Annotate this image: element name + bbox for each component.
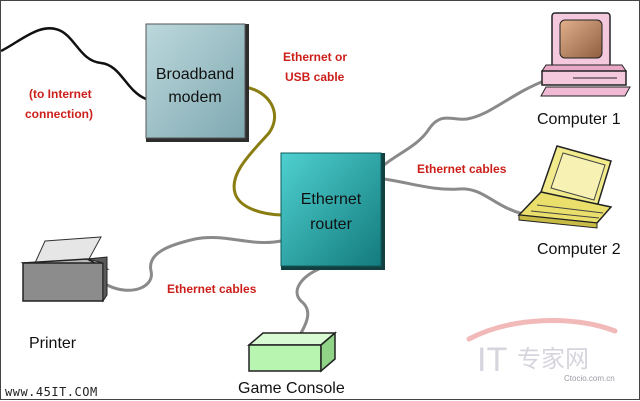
router-computer1-cable [383,77,550,167]
router-label-line1: Ethernet [301,191,362,208]
game-console-icon [246,331,338,373]
ethernet-router: Ethernet router [280,152,385,270]
modem-router-cable [232,85,282,217]
router-console-cable [295,267,320,334]
broadband-modem: Broadband modem [145,23,249,142]
printer-icon [20,236,110,303]
router-printer-cable [106,235,282,292]
logo-cn-text: 专家网 [517,345,589,373]
modem-cable-label-line2: USB cable [285,70,345,84]
laptop-computer-icon [517,145,613,229]
modem-cable-label-line1: Ethernet or [283,50,347,64]
site-watermark: www.45IT.COM [5,385,98,399]
console-label: Game Console [238,380,345,397]
it-expert-logo-watermark: IT 专家网 Ctocio.com.cn [466,318,618,383]
logo-url-text: Ctocio.com.cn [564,374,615,383]
router-label-line2: router [310,216,352,233]
modem-label-line1: Broadband [156,66,234,83]
router-computer2-cable [383,177,524,216]
computer2-label: Computer 2 [537,241,621,258]
ethernet-cables-label-left: Ethernet cables [167,282,257,296]
internet-cable [1,27,147,101]
internet-connection-label-line2: connection) [25,107,93,121]
printer-label: Printer [29,335,77,352]
desktop-computer-icon [540,12,631,97]
ethernet-cables-label-right: Ethernet cables [417,162,507,176]
logo-it-text: IT [477,341,507,379]
computer1-label: Computer 1 [537,111,621,128]
modem-label-line2: modem [168,89,221,106]
internet-connection-label-line1: (to Internet [29,87,92,101]
